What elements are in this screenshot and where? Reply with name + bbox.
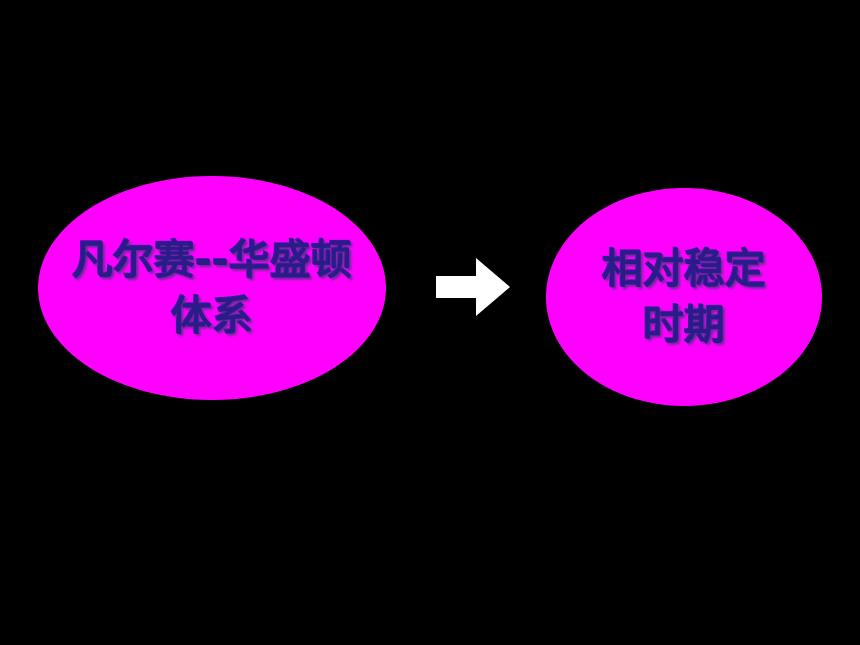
node-label-line-2: 体系 bbox=[170, 292, 253, 340]
node-label-line-1: 凡尔赛--华盛顿 bbox=[71, 236, 353, 284]
node-label: 相对稳定 时期 bbox=[602, 241, 766, 353]
arrow-right-icon bbox=[436, 258, 510, 316]
node-label-line-1: 相对稳定 bbox=[602, 245, 766, 293]
node-relative-stability-period: 相对稳定 时期 bbox=[546, 188, 822, 406]
node-versailles-washington-system: 凡尔赛--华盛顿 体系 bbox=[38, 176, 386, 400]
node-label-line-2: 时期 bbox=[643, 301, 725, 349]
node-label: 凡尔赛--华盛顿 体系 bbox=[72, 232, 352, 344]
